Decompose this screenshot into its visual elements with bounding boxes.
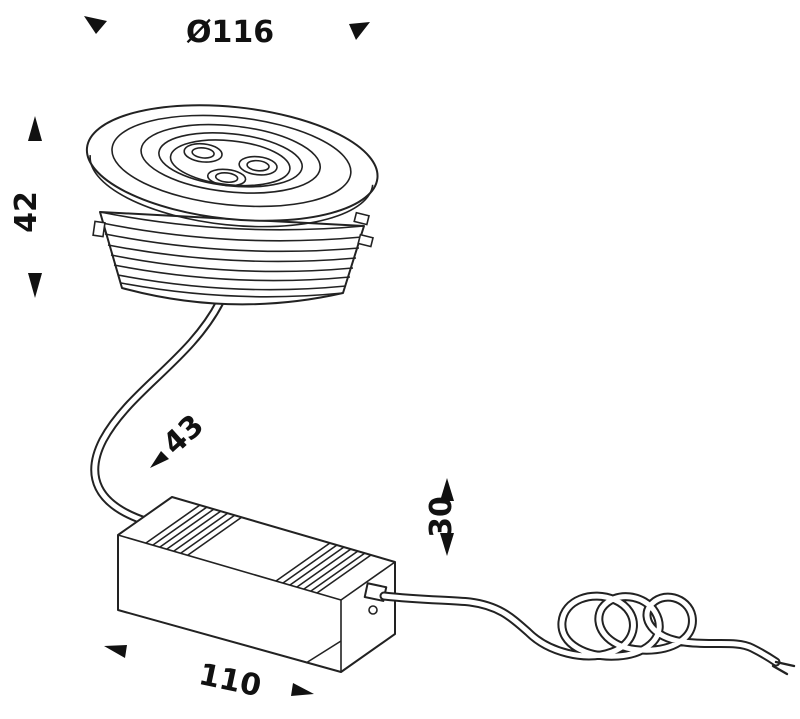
- dim-arrow: [28, 273, 42, 298]
- dim-arrow: [104, 645, 127, 658]
- left-fins: [145, 504, 243, 556]
- driver-box-silhouette: [117, 496, 396, 673]
- dim-arrow: [84, 16, 107, 34]
- dim-arrow: [440, 533, 454, 556]
- lens-plate: [169, 139, 291, 187]
- driver-box-edges: [117, 534, 396, 672]
- trim-ring-outer: [85, 104, 379, 222]
- wire-tips: [771, 660, 796, 676]
- dim-arrow: [440, 478, 454, 501]
- downlight-fixture: [85, 104, 379, 306]
- fixture-body-ribs: [99, 211, 365, 298]
- dim-driver-height: 30: [424, 478, 459, 556]
- dim-diameter: Ø116: [84, 15, 370, 50]
- trim-ring-underside: [89, 155, 374, 228]
- dim-arrow: [28, 116, 42, 141]
- dim-diameter-label: Ø116: [186, 15, 274, 50]
- dim-arrow: [150, 451, 169, 468]
- led-optics: [183, 142, 278, 187]
- dim-fixture-height-label: 42: [9, 191, 44, 233]
- supply-cable: [90, 297, 225, 527]
- driver-box: [117, 496, 396, 673]
- right-fins: [275, 542, 372, 594]
- dim-cable-label: 43: [156, 408, 210, 462]
- dim-driver-height-label: 30: [424, 496, 459, 538]
- dim-driver-length-label: 110: [196, 657, 265, 704]
- dim-arrow: [291, 683, 314, 696]
- trim-ring: [85, 104, 379, 228]
- dim-cable: 43: [150, 408, 211, 468]
- coiled-cord: [379, 591, 796, 676]
- fixture-body: [99, 211, 365, 306]
- dim-arrow: [349, 22, 370, 40]
- dim-fixture-height: 42: [9, 116, 44, 298]
- mounting-clips: [92, 211, 374, 248]
